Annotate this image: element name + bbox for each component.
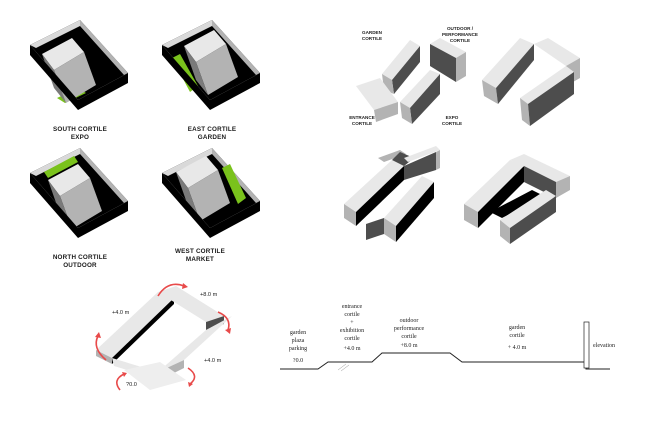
curved-arrow-icon bbox=[187, 367, 196, 385]
svg-text:+: + bbox=[350, 320, 354, 326]
model-east-subtitle: GARDEN bbox=[198, 134, 227, 141]
svg-text:+8.0 m: +8.0 m bbox=[400, 343, 417, 349]
section-label-garden-plaza: garden bbox=[290, 330, 306, 336]
elevation-marker bbox=[583, 321, 590, 369]
circulation-level-right: +4.0 m bbox=[204, 358, 222, 364]
model-north-subtitle: OUTDOOR bbox=[63, 262, 97, 269]
svg-text:CORTILE: CORTILE bbox=[442, 121, 462, 126]
label-entrance-cortile: ENTRANCE bbox=[349, 115, 375, 120]
svg-text:PERFORMANCE: PERFORMANCE bbox=[442, 32, 478, 37]
section-label-elevation: elevation bbox=[593, 343, 615, 349]
curved-arrow-icon bbox=[95, 335, 107, 361]
svg-text:cortile: cortile bbox=[509, 333, 525, 339]
svg-text:plaza: plaza bbox=[292, 338, 305, 344]
section-label-outdoor: outdoor bbox=[400, 318, 419, 324]
label-outdoor-cortile: OUTDOOR / bbox=[447, 26, 474, 31]
green-courtyard bbox=[222, 164, 246, 204]
model-west-cortile bbox=[162, 148, 260, 238]
svg-text:+ 4.0 m: + 4.0 m bbox=[508, 345, 527, 351]
label-expo-cortile: EXPO bbox=[446, 115, 459, 120]
svg-text:cortile: cortile bbox=[344, 336, 360, 342]
circulation-diagram bbox=[95, 283, 232, 391]
svg-text:CORTILE: CORTILE bbox=[362, 36, 382, 41]
section-profile bbox=[280, 321, 610, 372]
circulation-level-top: +8.0 m bbox=[200, 292, 218, 298]
model-south-title: SOUTH CORTILE bbox=[53, 126, 107, 133]
section-label-garden: garden bbox=[509, 325, 525, 331]
model-south-subtitle: EXPO bbox=[71, 134, 89, 141]
label-garden-cortile: GARDEN bbox=[362, 30, 383, 35]
model-west-subtitle: MARKET bbox=[186, 256, 214, 263]
curved-arrow-icon bbox=[157, 283, 185, 297]
model-east-title: EAST CORTILE bbox=[188, 126, 237, 133]
model-west-title: WEST CORTILE bbox=[175, 248, 225, 255]
exploded-assembly bbox=[356, 38, 466, 124]
svg-text:cortile: cortile bbox=[344, 312, 360, 318]
walls-assembled bbox=[464, 154, 570, 244]
green-courtyard bbox=[44, 156, 78, 178]
circulation-level-left: +4.0 m bbox=[112, 310, 130, 316]
curved-arrow-icon bbox=[116, 373, 125, 391]
svg-text:parking: parking bbox=[289, 346, 307, 352]
svg-text:cortile: cortile bbox=[401, 334, 417, 340]
walls-exploded bbox=[344, 146, 440, 242]
assembled-ring bbox=[482, 38, 580, 126]
svg-text:?0.0: ?0.0 bbox=[293, 358, 303, 364]
svg-text:CORTILE: CORTILE bbox=[450, 38, 470, 43]
model-south-cortile bbox=[30, 20, 128, 110]
svg-text:+4.0 m: +4.0 m bbox=[343, 346, 360, 352]
model-north-cortile bbox=[30, 148, 128, 238]
svg-text:performance: performance bbox=[394, 325, 425, 332]
svg-text:exhibition: exhibition bbox=[340, 328, 364, 334]
section-label-entrance: entrance bbox=[342, 304, 363, 310]
svg-text:CORTILE: CORTILE bbox=[352, 121, 372, 126]
model-north-title: NORTH CORTILE bbox=[53, 254, 107, 261]
circulation-level-ground: ?0.0 bbox=[126, 382, 137, 388]
curved-arrow-icon bbox=[217, 311, 230, 331]
model-east-cortile bbox=[162, 20, 260, 110]
